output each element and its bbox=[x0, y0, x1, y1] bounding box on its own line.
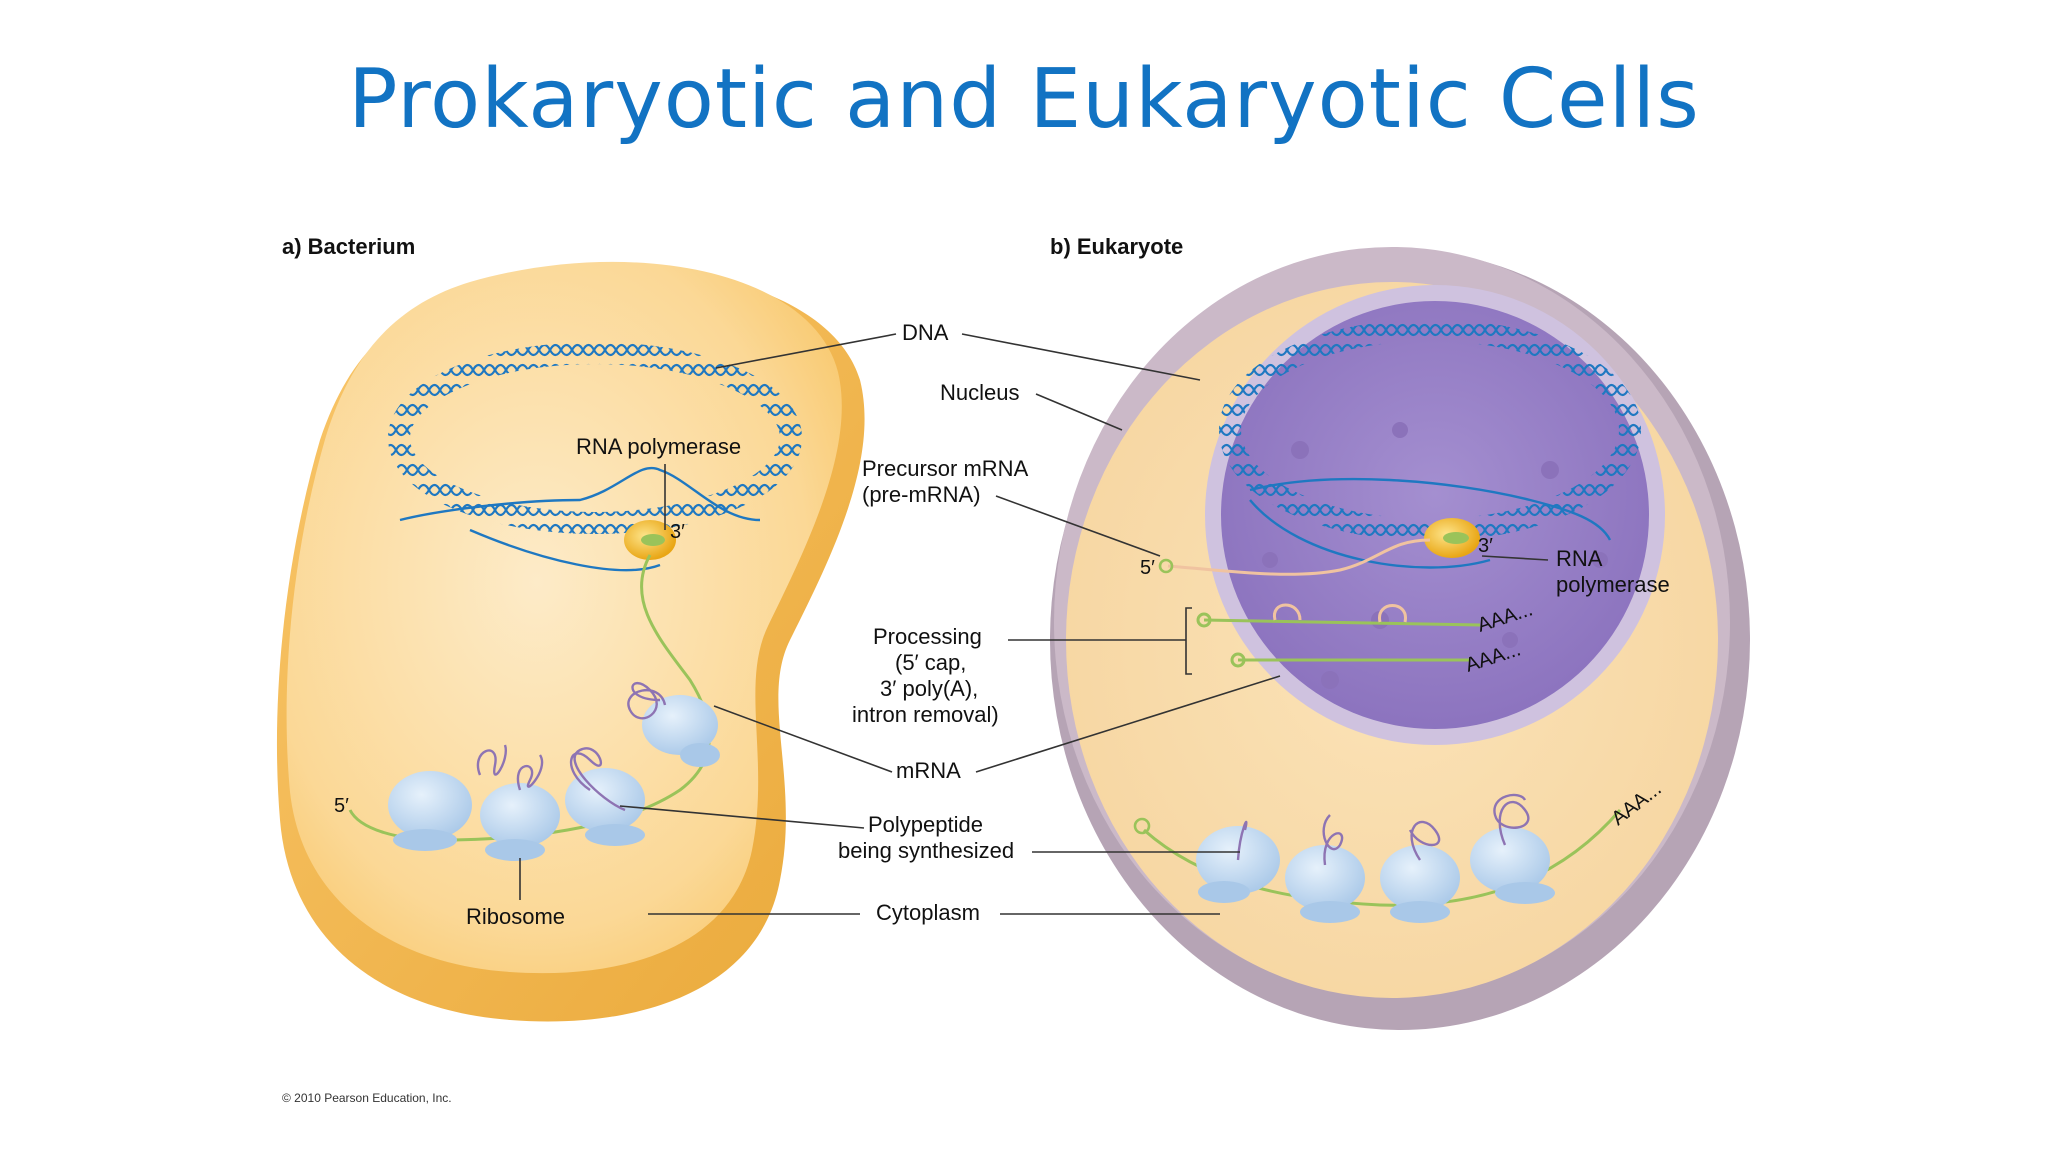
polypeptide-label-sub: being synthesized bbox=[838, 838, 1014, 863]
bacterial-dna bbox=[388, 342, 802, 534]
ribosome bbox=[565, 768, 645, 832]
polypeptide-label: Polypeptide bbox=[868, 812, 983, 837]
cytoplasm-label: Cytoplasm bbox=[876, 900, 980, 925]
rna-polymerase-core-eukaryote bbox=[1443, 532, 1469, 544]
rna-polymerase-label-eukaryote: RNA bbox=[1556, 546, 1603, 571]
ribosome bbox=[642, 695, 718, 755]
processing-detail: 3′ poly(A), bbox=[880, 676, 978, 701]
pre-mrna-strand bbox=[1167, 538, 1431, 576]
dna-label: DNA bbox=[902, 320, 949, 345]
ribosome-small-subunit bbox=[1300, 901, 1360, 923]
processing-detail: (5′ cap, bbox=[895, 650, 966, 675]
rna-polymerase-core bbox=[641, 534, 665, 546]
ribosome-small-subunit bbox=[1495, 882, 1555, 904]
central-labels: DNA Nucleus Precursor mRNA (pre-mRNA) RN… bbox=[619, 320, 1670, 925]
precursor-mrna-label: Precursor mRNA bbox=[862, 456, 1029, 481]
ribosome-small-subunit bbox=[680, 743, 720, 767]
five-prime-label-bacterium: 5′ bbox=[334, 795, 349, 817]
eukaryote-polypeptides bbox=[1236, 793, 1530, 866]
slide-title: Prokaryotic and Eukaryotic Cells bbox=[348, 52, 1700, 147]
panel-label-bacterium: a) Bacterium bbox=[282, 234, 415, 259]
nuclear-dna-strand bbox=[1249, 477, 1612, 541]
ribosome bbox=[1470, 827, 1550, 893]
ribosome-small-subunit bbox=[1390, 901, 1450, 923]
bacterial-polypeptides bbox=[476, 682, 667, 812]
ribosome bbox=[388, 771, 472, 839]
ribosome bbox=[1285, 845, 1365, 911]
five-prime-cap-cytoplasm bbox=[1133, 817, 1151, 835]
nuclear-dna-template bbox=[1249, 499, 1491, 569]
ribosome-small-subunit bbox=[393, 829, 457, 851]
mrna-label: mRNA bbox=[896, 758, 961, 783]
processed-mrna bbox=[1196, 603, 1481, 668]
processing-bracket bbox=[1185, 607, 1192, 675]
processing-label: Processing bbox=[873, 624, 982, 649]
rna-polymerase-label-eukaryote-sub: polymerase bbox=[1556, 572, 1670, 597]
precursor-mrna-label-sub: (pre-mRNA) bbox=[862, 482, 981, 507]
copyright-notice: © 2010 Pearson Education, Inc. bbox=[282, 1091, 452, 1105]
nucleus-label: Nucleus bbox=[940, 380, 1019, 405]
rna-polymerase-label-bacterium: RNA polymerase bbox=[576, 434, 741, 459]
five-prime-cap bbox=[1158, 558, 1174, 574]
ribosome bbox=[480, 783, 560, 847]
ribosome-small-subunit bbox=[585, 824, 645, 846]
ribosome-small-subunit bbox=[485, 839, 545, 861]
bacterial-ribosomes bbox=[388, 695, 720, 861]
processing-detail: intron removal) bbox=[852, 702, 999, 727]
five-prime-label-eukaryote: 5′ bbox=[1140, 557, 1155, 579]
dna-single-strand bbox=[399, 466, 761, 522]
bacterium-cell: 3′ 5′ RNA polymerase Ribosome bbox=[276, 261, 865, 1022]
ribosome bbox=[1380, 845, 1460, 911]
three-prime-label-eukaryote: 3′ bbox=[1478, 535, 1493, 557]
panel-label-eukaryote: b) Eukaryote bbox=[1050, 234, 1183, 259]
ribosome-label: Ribosome bbox=[466, 904, 565, 929]
eukaryote-ribosomes bbox=[1196, 826, 1555, 923]
ribosome-small-subunit bbox=[1198, 881, 1250, 903]
eukaryote-cell: AAA... AAA... AAA... bbox=[1050, 247, 1750, 1030]
three-prime-label-bacterium: 3′ bbox=[670, 521, 685, 543]
